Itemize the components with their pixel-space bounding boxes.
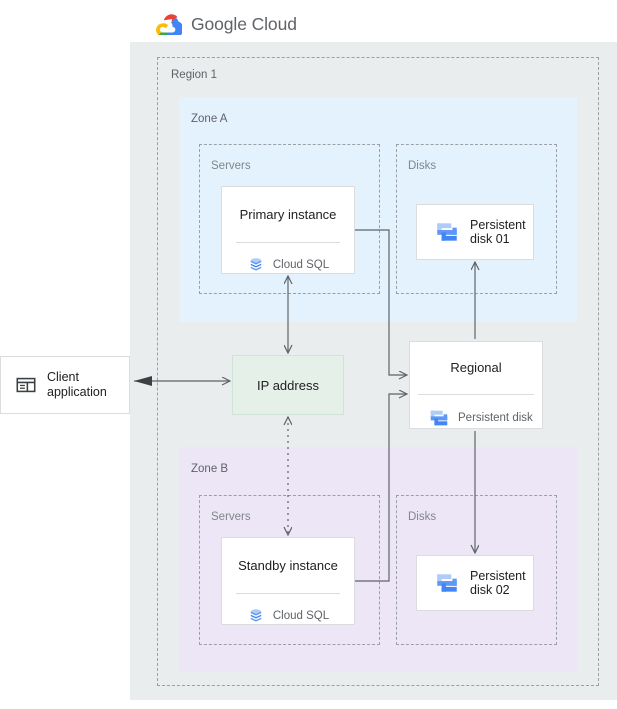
zone-b-servers-label: Servers — [211, 511, 251, 523]
persistent-disk-01-card[interactable]: Persistent disk 01 — [416, 204, 534, 260]
persistent-disk-icon — [437, 574, 457, 592]
primary-instance-product: Cloud SQL — [222, 256, 354, 274]
cloud-sql-icon — [250, 609, 262, 622]
persistent-disk-icon — [430, 410, 448, 426]
card-divider — [236, 242, 340, 243]
standby-instance-product: Cloud SQL — [222, 607, 354, 625]
primary-instance-card[interactable]: Primary instance Cloud SQL — [221, 186, 355, 274]
regional-disk-product: Persistent disk — [410, 407, 542, 429]
ip-address-label: IP address — [257, 377, 319, 393]
brand-cloud: Cloud — [251, 14, 297, 34]
client-application-line1: Client — [47, 370, 79, 384]
card-divider — [418, 394, 534, 395]
regional-disk-title: Regional — [450, 360, 502, 375]
header-background — [130, 0, 617, 42]
client-application-label: Client application — [47, 370, 107, 400]
persistent-disk-icon — [437, 223, 457, 241]
cloud-sql-icon — [250, 258, 262, 271]
persistent-disk-01-line2: disk 01 — [470, 232, 510, 246]
client-application-icon — [16, 377, 36, 393]
persistent-disk-02-card[interactable]: Persistent disk 02 — [416, 555, 534, 611]
primary-instance-product-label: Cloud SQL — [272, 259, 330, 271]
client-application-card[interactable]: Client application — [0, 356, 130, 414]
client-application-line2: application — [47, 385, 107, 399]
card-divider — [236, 593, 340, 594]
persistent-disk-01-line1: Persistent — [470, 217, 526, 232]
standby-instance-card[interactable]: Standby instance Cloud SQL — [221, 537, 355, 625]
primary-instance-title: Primary instance — [239, 207, 337, 222]
zone-b-disks-label: Disks — [408, 511, 437, 523]
regional-persistent-disk-card[interactable]: Regional Persistent disk — [409, 341, 543, 429]
persistent-disk-01-label: Persistent disk 01 — [470, 218, 526, 247]
zone-a-label: Zone A — [191, 113, 228, 125]
standby-instance-title: Standby instance — [238, 558, 338, 573]
region-container — [157, 57, 599, 686]
persistent-disk-02-line1: Persistent — [470, 568, 526, 583]
zone-a-disks-group — [396, 144, 557, 294]
google-cloud-logo-icon — [156, 14, 182, 35]
brand-google: Google — [191, 14, 247, 34]
brand-wordmark: Google Cloud — [191, 14, 297, 35]
zone-a-servers-label: Servers — [211, 160, 251, 172]
persistent-disk-02-line2: disk 02 — [470, 583, 510, 597]
regional-disk-product-label: Persistent disk — [458, 412, 533, 424]
persistent-disk-02-label: Persistent disk 02 — [470, 569, 526, 598]
zone-a-disks-label: Disks — [408, 160, 437, 172]
google-cloud-brand: Google Cloud — [155, 14, 297, 35]
left-gutter — [0, 0, 130, 709]
region-label: Region 1 — [171, 69, 218, 81]
ip-address-node[interactable]: IP address — [232, 355, 344, 415]
standby-instance-product-label: Cloud SQL — [272, 610, 330, 622]
footer-background — [0, 700, 617, 709]
zone-b-label: Zone B — [191, 463, 229, 475]
